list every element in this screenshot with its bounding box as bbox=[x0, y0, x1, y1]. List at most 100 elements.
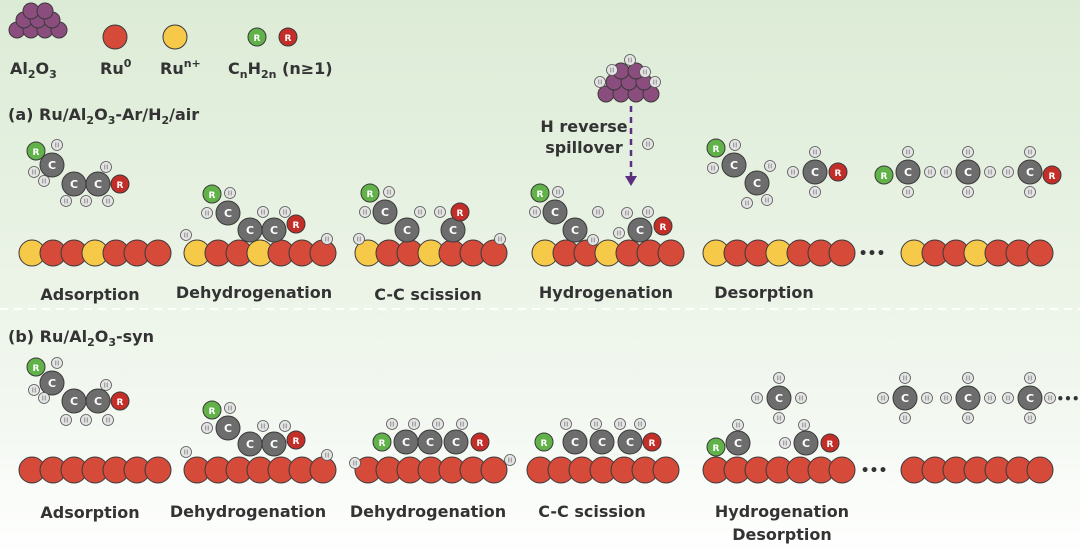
hydrogen-atom bbox=[494, 233, 506, 245]
svg-text:R: R bbox=[117, 181, 124, 191]
svg-text:C: C bbox=[964, 166, 972, 179]
hydrogen-atom bbox=[587, 234, 599, 246]
carbon-atom: C bbox=[955, 159, 981, 185]
r-group-red: R bbox=[110, 391, 130, 411]
surface-b-5 bbox=[702, 456, 856, 484]
run-sphere bbox=[162, 24, 188, 50]
hydrogen-atom bbox=[456, 418, 468, 430]
hydrogen-atom bbox=[773, 372, 785, 384]
molecule-b6c: C bbox=[1002, 372, 1056, 424]
svg-text:C: C bbox=[626, 436, 634, 449]
svg-text:C: C bbox=[551, 206, 559, 219]
carbon-atom: C bbox=[562, 217, 588, 243]
r-group-red: R bbox=[820, 433, 840, 453]
svg-text:C: C bbox=[94, 395, 102, 408]
hydrogen-atom bbox=[902, 186, 914, 198]
carbon-atom: C bbox=[61, 388, 87, 414]
hydrogen-atom bbox=[100, 161, 112, 173]
surface-a-6 bbox=[900, 239, 1054, 267]
carbon-atom: C bbox=[393, 429, 419, 455]
hydrogen-atom bbox=[787, 166, 799, 178]
svg-text:C: C bbox=[452, 436, 460, 449]
hydrogen-atom bbox=[414, 206, 426, 218]
svg-text:R: R bbox=[660, 223, 667, 233]
svg-text:C: C bbox=[426, 436, 434, 449]
hydrogen-atom bbox=[590, 418, 602, 430]
hydrogen-atom bbox=[102, 195, 114, 207]
r-group-red: R bbox=[642, 432, 662, 452]
svg-text:R: R bbox=[379, 439, 386, 449]
step-b-1-label: Adsorption bbox=[40, 503, 139, 522]
hydrogen-atom bbox=[729, 139, 741, 151]
hydrogen-atom bbox=[279, 206, 291, 218]
r-group-green: R bbox=[202, 400, 222, 420]
hydrogen-atom bbox=[642, 206, 654, 218]
carbon-atom: C bbox=[39, 152, 65, 178]
hydrogen-atom bbox=[649, 76, 661, 88]
svg-text:R: R bbox=[285, 34, 292, 44]
hydrogen-atom bbox=[798, 419, 810, 431]
hydrogen-atom bbox=[1002, 392, 1014, 404]
step-b-3-label: Dehydrogenation bbox=[350, 502, 506, 521]
svg-text:C: C bbox=[224, 207, 232, 220]
svg-text:C: C bbox=[270, 224, 278, 237]
hydrogen-atom bbox=[809, 146, 821, 158]
carbon-atom: C bbox=[793, 430, 819, 456]
hydrogen-atom bbox=[962, 412, 974, 424]
svg-text:C: C bbox=[70, 395, 78, 408]
svg-text:R: R bbox=[881, 172, 888, 182]
carbon-atom: C bbox=[237, 217, 263, 243]
hydrogen-atom bbox=[529, 206, 541, 218]
hydrogen-atom bbox=[621, 207, 633, 219]
svg-text:C: C bbox=[734, 437, 742, 450]
svg-text:C: C bbox=[403, 224, 411, 237]
hydrogen-atom bbox=[1044, 392, 1056, 404]
svg-text:C: C bbox=[964, 392, 972, 405]
svg-text:R: R bbox=[33, 364, 40, 374]
ru0-atom bbox=[480, 456, 508, 484]
r-group-red: R bbox=[278, 27, 298, 47]
surface-a-2 bbox=[183, 239, 337, 267]
hydrogen-atom bbox=[100, 379, 112, 391]
svg-text:R: R bbox=[293, 221, 300, 231]
hydrogen-atom bbox=[1024, 372, 1036, 384]
hydrogen-atom bbox=[899, 412, 911, 424]
spillover-label-line2: spillover bbox=[545, 138, 623, 157]
hydrogen-atom bbox=[751, 392, 763, 404]
hydrogen-atom bbox=[434, 206, 446, 218]
r-group-green: R bbox=[874, 165, 894, 185]
hydrogen-atom bbox=[180, 446, 192, 458]
hydrogen-atom bbox=[504, 454, 516, 466]
svg-text:C: C bbox=[94, 178, 102, 191]
svg-text:C: C bbox=[381, 206, 389, 219]
svg-text:R: R bbox=[649, 439, 656, 449]
carbon-atom: C bbox=[744, 170, 770, 196]
svg-text:C: C bbox=[730, 159, 738, 172]
svg-text:C: C bbox=[598, 436, 606, 449]
hydrogen-atom bbox=[51, 139, 63, 151]
svg-text:C: C bbox=[811, 166, 819, 179]
carbon-atom: C bbox=[802, 159, 828, 185]
hydrogen-atom bbox=[1002, 166, 1014, 178]
r-group-green: R bbox=[26, 141, 46, 161]
carbon-atom: C bbox=[261, 217, 287, 243]
hydrogen-atom bbox=[28, 166, 40, 178]
carbon-atom: C bbox=[617, 429, 643, 455]
step-b-2-label: Dehydrogenation bbox=[170, 502, 326, 521]
molecule-b5-desorbed: C bbox=[751, 372, 807, 424]
ru0-atom bbox=[309, 239, 337, 267]
svg-text:C: C bbox=[571, 224, 579, 237]
r-group-green: R bbox=[360, 183, 380, 203]
hydrogen-atom bbox=[707, 162, 719, 174]
svg-text:R: R bbox=[209, 407, 216, 417]
ru0-sphere bbox=[102, 24, 128, 50]
step-b-4-label: C-C scission bbox=[538, 502, 645, 521]
hydrogen-atom bbox=[408, 418, 420, 430]
hydrogen-atom bbox=[321, 233, 333, 245]
spillover-label-line1: H reverse bbox=[540, 117, 627, 136]
hydrogen-atom bbox=[613, 227, 625, 239]
panel-b-step-labels: Adsorption Dehydrogenation Dehydrogenati… bbox=[40, 502, 849, 544]
ru0-atom bbox=[1026, 239, 1054, 267]
